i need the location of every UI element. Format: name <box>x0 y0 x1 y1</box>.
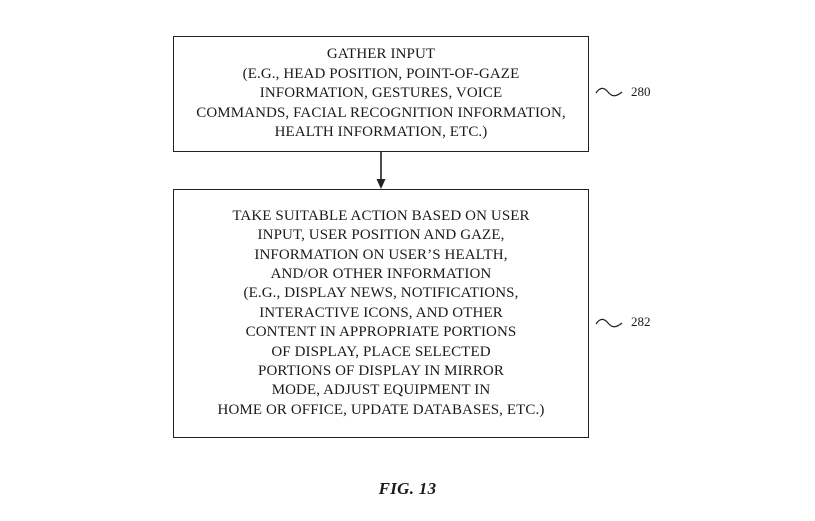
step-text-line: CONTENT IN APPROPRIATE PORTIONS <box>245 324 517 341</box>
step-text-line: TAKE SUITABLE ACTION BASED ON USER <box>232 207 530 224</box>
figure-caption: FIG. 13 <box>378 479 437 498</box>
step-text-line: INFORMATION, GESTURES, VOICE <box>259 85 503 102</box>
flow-arrow <box>376 152 386 189</box>
reference-numeral-282: 282 <box>631 314 651 329</box>
step-text-line: OF DISPLAY, PLACE SELECTED <box>271 343 491 360</box>
step-text-line: HOME OR OFFICE, UPDATE DATABASES, ETC.) <box>217 401 545 418</box>
step-text-line: MODE, ADJUST EQUIPMENT IN <box>271 382 491 399</box>
step-text-line: GATHER INPUT <box>326 46 436 63</box>
step-text-line: (E.G., HEAD POSITION, POINT-OF-GAZE <box>242 65 520 82</box>
step-text-line: COMMANDS, FACIAL RECOGNITION INFORMATION… <box>196 104 566 121</box>
step-text-line: INFORMATION ON USER’S HEALTH, <box>254 246 508 263</box>
step-box-gather-input: GATHER INPUT (E.G., HEAD POSITION, POINT… <box>173 36 589 152</box>
leader-line-282 <box>595 318 623 328</box>
step-text-line: INTERACTIVE ICONS, AND OTHER <box>259 304 503 321</box>
reference-numeral-280: 280 <box>631 84 651 99</box>
step-text-line: PORTIONS OF DISPLAY IN MIRROR <box>258 363 504 380</box>
step-text-line: AND/OR OTHER INFORMATION <box>270 265 492 282</box>
step-text-line: INPUT, USER POSITION AND GAZE, <box>257 227 505 244</box>
leader-line-280 <box>595 87 623 97</box>
step-text-line: (E.G., DISPLAY NEWS, NOTIFICATIONS, <box>243 285 519 302</box>
step-box-take-action: TAKE SUITABLE ACTION BASED ON USER INPUT… <box>173 189 589 438</box>
step-text-line: HEALTH INFORMATION, ETC.) <box>274 124 488 141</box>
